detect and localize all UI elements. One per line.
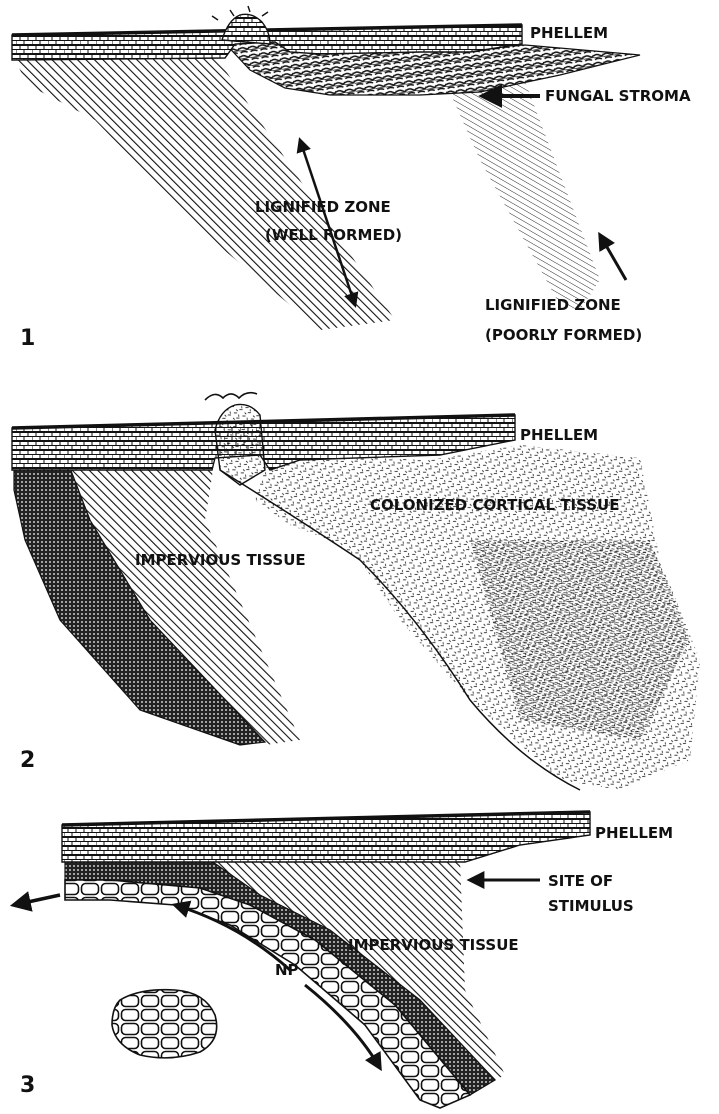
label-phellem-3: PHELLEM bbox=[595, 824, 673, 842]
left-arrow bbox=[14, 895, 60, 905]
label-site-line1: SITE OF bbox=[548, 872, 613, 890]
label-colonized: COLONIZED CORTICAL TISSUE bbox=[370, 496, 620, 514]
label-phellem-2: PHELLEM bbox=[520, 426, 598, 444]
label-well-line1: LIGNIFIED ZONE bbox=[255, 198, 391, 216]
label-impervious-2: IMPERVIOUS TISSUE bbox=[135, 551, 306, 569]
panel-3: PHELLEM SITE OF STIMULUS IMPERVIOUS TISS… bbox=[14, 812, 673, 1108]
panel-number-1: 1 bbox=[20, 326, 35, 351]
poor-zone-arrow bbox=[600, 235, 626, 280]
panel-2: PHELLEM COLONIZED CORTICAL TISSUE IMPERV… bbox=[12, 393, 700, 790]
label-poor-line2: (POORLY FORMED) bbox=[485, 326, 642, 344]
panel-number-2: 2 bbox=[20, 748, 35, 773]
cell-cluster bbox=[112, 990, 217, 1058]
label-site-line2: STIMULUS bbox=[548, 897, 634, 915]
label-phellem-1: PHELLEM bbox=[530, 24, 608, 42]
lignified-zone-well-formed bbox=[12, 55, 395, 330]
label-well-line2: (WELL FORMED) bbox=[265, 226, 402, 244]
panel-number-3: 3 bbox=[20, 1073, 35, 1098]
label-np: NP bbox=[275, 961, 299, 979]
label-poor-line1: LIGNIFIED ZONE bbox=[485, 296, 621, 314]
label-impervious-3: IMPERVIOUS TISSUE bbox=[348, 936, 519, 954]
stroma-rupture bbox=[222, 14, 270, 44]
label-fungal-stroma: FUNGAL STROMA bbox=[545, 87, 691, 105]
fungal-plug-2 bbox=[215, 404, 265, 485]
panel-1: PHELLEM FUNGAL STROMA LIGNIFIED ZONE (WE… bbox=[12, 6, 691, 351]
